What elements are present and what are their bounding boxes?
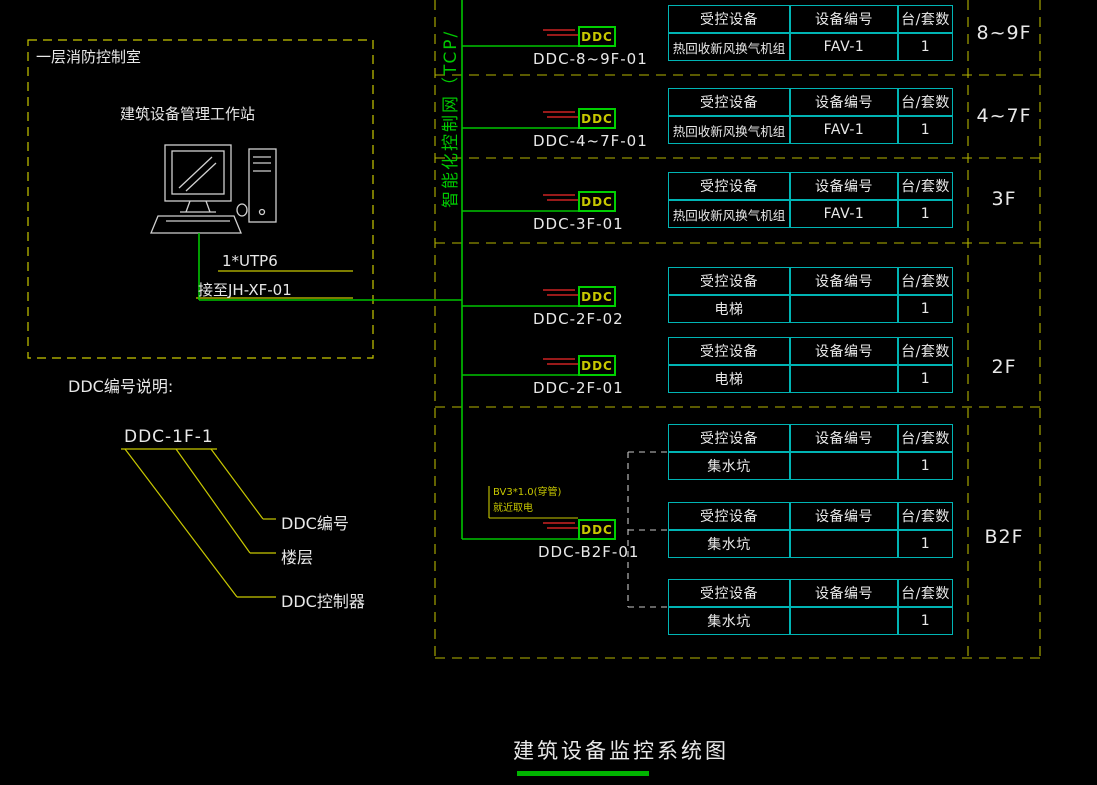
- cell-device: 热回收新风换气机组: [668, 116, 790, 144]
- col-header-qty: 台/套数: [898, 172, 953, 200]
- legend-item-ddc-number: DDC编号: [281, 514, 349, 533]
- device-table-b2f-1: 受控设备 设备编号 台/套数 集水坑 1: [668, 424, 953, 480]
- workstation-computer-icon: [150, 144, 277, 234]
- col-header-code: 设备编号: [790, 579, 898, 607]
- floor-label-b2f: B2F: [984, 526, 1024, 548]
- floor-label-4-7f: 4~7F: [976, 105, 1032, 127]
- col-header-code: 设备编号: [790, 424, 898, 452]
- col-header-qty: 台/套数: [898, 579, 953, 607]
- device-table-8-9f: 受控设备 设备编号 台/套数 热回收新风换气机组 FAV-1 1: [668, 5, 953, 61]
- floor-label-8-9f: 8~9F: [976, 22, 1032, 44]
- col-header-code: 设备编号: [790, 88, 898, 116]
- ddc-name-2f-01: DDC-2F-01: [533, 379, 624, 397]
- floor-label-2f: 2F: [991, 356, 1017, 378]
- floor-grid-dashed: [434, 0, 1041, 659]
- ddc-name-b2f: DDC-B2F-01: [538, 543, 640, 561]
- cell-qty: 1: [898, 365, 953, 393]
- red-terminal-marks: [543, 29, 579, 529]
- col-header-qty: 台/套数: [898, 88, 953, 116]
- ddc-name-2f-02: DDC-2F-02: [533, 310, 624, 328]
- cell-qty: 1: [898, 116, 953, 144]
- device-table-b2f-3: 受控设备 设备编号 台/套数 集水坑 1: [668, 579, 953, 635]
- cell-device: 集水坑: [668, 530, 790, 558]
- ddc-name-3f: DDC-3F-01: [533, 215, 624, 233]
- col-header-code: 设备编号: [790, 502, 898, 530]
- cell-device: 热回收新风换气机组: [668, 33, 790, 61]
- cell-code: [790, 530, 898, 558]
- col-header-qty: 台/套数: [898, 424, 953, 452]
- ddc-name-8-9f: DDC-8~9F-01: [533, 50, 648, 68]
- cell-qty: 1: [898, 530, 953, 558]
- col-header-qty: 台/套数: [898, 5, 953, 33]
- col-header-qty: 台/套数: [898, 502, 953, 530]
- col-header-device: 受控设备: [668, 579, 790, 607]
- ddc-box-8-9f: DDC: [578, 26, 616, 47]
- network-wires: [198, 0, 578, 540]
- title-underline: [517, 771, 649, 776]
- col-header-code: 设备编号: [790, 267, 898, 295]
- cell-device: 热回收新风换气机组: [668, 200, 790, 228]
- legend-example: DDC-1F-1: [124, 427, 214, 447]
- ddc-box-2f-01: DDC: [578, 355, 616, 376]
- control-room-outline: [27, 39, 374, 359]
- cell-code: FAV-1: [790, 116, 898, 144]
- device-table-4-7f: 受控设备 设备编号 台/套数 热回收新风换气机组 FAV-1 1: [668, 88, 953, 144]
- col-header-qty: 台/套数: [898, 337, 953, 365]
- col-header-device: 受控设备: [668, 337, 790, 365]
- col-header-device: 受控设备: [668, 5, 790, 33]
- ddc-box-4-7f: DDC: [578, 108, 616, 129]
- b2f-dashed-connectors: [627, 451, 668, 608]
- cell-code: FAV-1: [790, 200, 898, 228]
- network-bus-label: 智能化控制网（TCP/: [441, 29, 461, 208]
- cell-device: 集水坑: [668, 607, 790, 635]
- cable-leader-lines: [196, 270, 353, 299]
- cell-code: [790, 365, 898, 393]
- floor-label-3f: 3F: [991, 188, 1017, 210]
- ddc-box-2f-02: DDC: [578, 286, 616, 307]
- control-room-label: 一层消防控制室: [36, 48, 142, 66]
- ddc-box-3f: DDC: [578, 191, 616, 212]
- col-header-device: 受控设备: [668, 424, 790, 452]
- cell-device: 电梯: [668, 295, 790, 323]
- connect-to-label: 接至JH-XF-01: [198, 281, 292, 299]
- cell-code: FAV-1: [790, 33, 898, 61]
- col-header-device: 受控设备: [668, 267, 790, 295]
- legend-item-ddc-controller: DDC控制器: [281, 592, 365, 611]
- col-header-device: 受控设备: [668, 502, 790, 530]
- power-note-leader: [488, 486, 578, 519]
- cell-device: 集水坑: [668, 452, 790, 480]
- device-table-2f-02: 受控设备 设备编号 台/套数 电梯 1: [668, 267, 953, 323]
- ddc-name-4-7f: DDC-4~7F-01: [533, 132, 648, 150]
- device-table-2f-01: 受控设备 设备编号 台/套数 电梯 1: [668, 337, 953, 393]
- col-header-qty: 台/套数: [898, 267, 953, 295]
- cell-qty: 1: [898, 200, 953, 228]
- ddc-box-b2f: DDC: [578, 519, 616, 540]
- legend-item-floor: 楼层: [281, 548, 314, 567]
- col-header-device: 受控设备: [668, 172, 790, 200]
- device-table-b2f-2: 受控设备 设备编号 台/套数 集水坑 1: [668, 502, 953, 558]
- cell-qty: 1: [898, 33, 953, 61]
- workstation-label: 建筑设备管理工作站: [120, 105, 256, 123]
- cell-qty: 1: [898, 607, 953, 635]
- col-header-code: 设备编号: [790, 5, 898, 33]
- cell-code: [790, 607, 898, 635]
- col-header-device: 受控设备: [668, 88, 790, 116]
- col-header-code: 设备编号: [790, 172, 898, 200]
- drawing-title: 建筑设备监控系统图: [513, 739, 729, 763]
- legend-title: DDC编号说明:: [68, 377, 174, 396]
- cell-qty: 1: [898, 295, 953, 323]
- legend-leader-lines: [121, 448, 276, 598]
- cell-qty: 1: [898, 452, 953, 480]
- power-note-line2: 就近取电: [493, 503, 533, 514]
- power-note-line1: BV3*1.0(穿管): [493, 487, 562, 498]
- cell-device: 电梯: [668, 365, 790, 393]
- device-table-3f: 受控设备 设备编号 台/套数 热回收新风换气机组 FAV-1 1: [668, 172, 953, 228]
- cell-code: [790, 295, 898, 323]
- cable-label: 1*UTP6: [222, 252, 278, 270]
- col-header-code: 设备编号: [790, 337, 898, 365]
- cell-code: [790, 452, 898, 480]
